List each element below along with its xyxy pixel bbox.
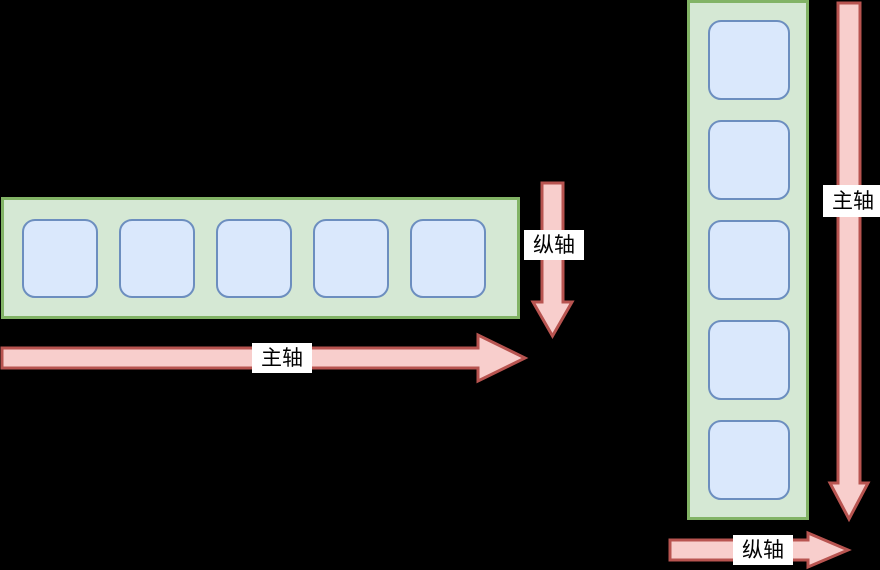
flex-item <box>119 219 195 298</box>
column-main-axis-label: 主轴 <box>823 185 880 217</box>
flex-item <box>410 219 486 298</box>
row-cross-axis-arrow-icon <box>530 181 575 340</box>
row-flex-container <box>1 197 520 319</box>
row-cross-axis-label: 纵轴 <box>524 230 584 260</box>
column-main-axis-arrow-icon <box>827 1 871 523</box>
column-cross-axis-label: 纵轴 <box>733 535 793 565</box>
flex-item <box>22 219 98 298</box>
column-flex-container <box>687 0 809 520</box>
flex-item <box>708 320 790 400</box>
flex-item <box>708 20 790 100</box>
row-main-axis-label: 主轴 <box>252 343 312 373</box>
flex-item <box>708 420 790 500</box>
flex-item <box>708 120 790 200</box>
flex-item <box>708 220 790 300</box>
flex-item <box>216 219 292 298</box>
flex-item <box>313 219 389 298</box>
